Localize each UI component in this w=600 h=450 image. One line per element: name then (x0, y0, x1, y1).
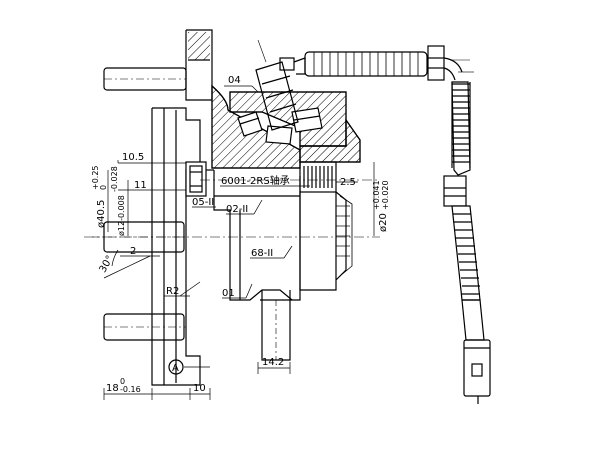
abs-sensor-body (255, 39, 299, 131)
label-part-01: 01 (222, 288, 235, 299)
tapered-rollers (237, 107, 323, 145)
datum-marker-a (168, 359, 184, 375)
label-part-04: 04 (228, 75, 241, 86)
center-lines (84, 179, 380, 238)
dim-40-5-tol-lo: 0 (99, 185, 108, 190)
dimension-lines (103, 85, 375, 400)
sensor-cable-top (293, 45, 474, 81)
spindle (213, 170, 301, 361)
bearing-6001 (185, 161, 207, 197)
label-part-68: 68-II (251, 248, 273, 259)
dim-20-tol-lo: +0.020 (381, 180, 390, 210)
text-labels: 04 05-II 02-II 68-II 01 6001-2RS轴承 A 10.… (91, 75, 390, 394)
dim-18-group: 18 0 -0.16 (106, 377, 141, 394)
wheel-stud-bottom (103, 313, 186, 341)
dim-2-5: 2.5 (340, 177, 356, 188)
dim-18-tol-lo: -0.16 (120, 385, 141, 394)
dim-12-tol: -0.028 (110, 166, 119, 192)
dim-20-tol-up: +0.041 (372, 180, 381, 210)
dim-10-5: 10.5 (122, 152, 144, 163)
label-datum: A (172, 363, 179, 374)
outer-ring-section (229, 91, 361, 163)
wheel-stud-top (103, 67, 187, 91)
dim-40-5-tol-up: +0.25 (91, 165, 100, 190)
dim-2: 2 (130, 246, 136, 257)
abs-tone-ring (299, 161, 353, 291)
dim-diameter-12: ø12-0.008 (117, 195, 126, 236)
dim-30-deg: 30° (98, 254, 116, 275)
sensor-cable-vertical (443, 81, 491, 404)
dim-10: 10 (193, 383, 206, 394)
dim-11: 11 (134, 180, 147, 191)
dim-diameter-20: ø20 (378, 213, 389, 232)
label-bearing: 6001-2RS轴承 (221, 174, 290, 187)
dim-r2: R2 (166, 286, 179, 297)
dim-14-2: 14.2 (262, 357, 284, 368)
dim-18: 18 (106, 383, 119, 394)
label-part-02: 02-II (226, 204, 248, 215)
dim-diameter-40-5: ø40.5 (96, 200, 107, 228)
dim-18-tol-up: 0 (120, 377, 125, 386)
label-part-05: 05-II (192, 197, 214, 208)
